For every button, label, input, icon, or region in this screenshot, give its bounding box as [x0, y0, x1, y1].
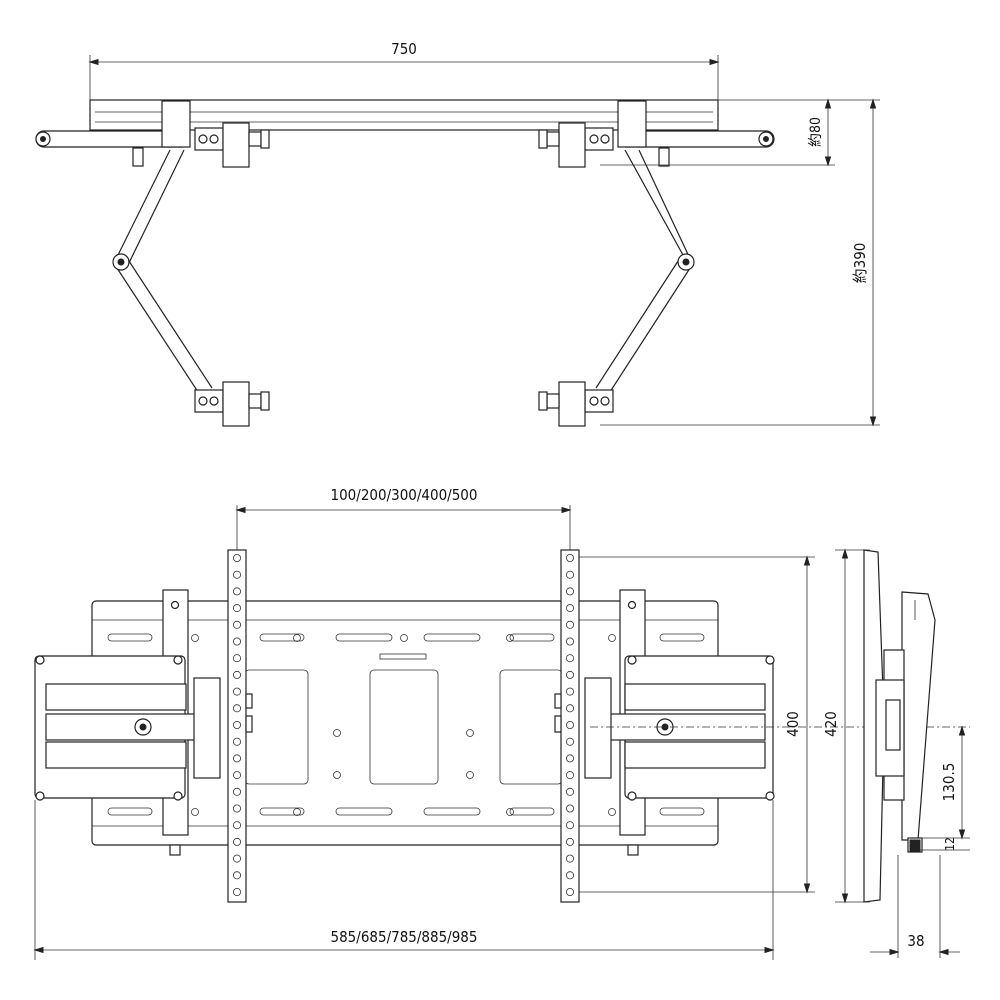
dim-arm-width-label: 585/685/785/885/985 [331, 928, 478, 946]
rail-hole [232, 754, 241, 763]
dim-side-small-label: 12 [943, 837, 957, 851]
rail-hole [232, 687, 241, 696]
rail-hole [566, 787, 575, 796]
dim-rail-height-label: 400 [784, 711, 802, 737]
rail-hole [566, 570, 575, 579]
rail-hole [232, 704, 241, 713]
dim-side-offset-label: 130.5 [940, 763, 958, 802]
rail-hole [232, 554, 241, 563]
rail-hole [566, 637, 575, 646]
rail-hole [566, 804, 575, 813]
side-view: 130.5 12 38 [863, 549, 970, 958]
dim-side-depth-label: 38 [907, 932, 924, 950]
rail-hole [232, 737, 241, 746]
dim-side: 130.5 12 38 [870, 725, 970, 958]
rail-hole [566, 821, 575, 830]
clamp-upper-left [194, 122, 270, 168]
rail-hole [566, 620, 575, 629]
left-arm-top [35, 100, 213, 396]
rail-hole [232, 821, 241, 830]
clamp-lower-left [194, 381, 270, 427]
dim-depth-small-label: 約80 [808, 117, 824, 147]
rail-hole [566, 587, 575, 596]
clamp-lower-right [538, 381, 614, 427]
front-view: 100/200/300/400/500 [33, 486, 970, 960]
rail-hole [232, 670, 241, 679]
dim-arm-width: 585/685/785/885/985 [33, 800, 775, 960]
right-arm-top [595, 100, 775, 396]
dim-depth-large-label: 約390 [851, 243, 869, 284]
dim-top-width: 750 [88, 40, 720, 100]
left-vertical-rail [227, 549, 247, 903]
rail-hole [232, 604, 241, 613]
rail-hole [566, 721, 575, 730]
right-vertical-rail [560, 549, 580, 903]
rail-hole [566, 871, 575, 880]
dim-top-width-label: 750 [391, 40, 417, 58]
dim-hole-pitch-label: 100/200/300/400/500 [331, 486, 478, 504]
rail-hole [566, 670, 575, 679]
dim-hole-pitch: 100/200/300/400/500 [235, 486, 572, 550]
rail-hole [232, 837, 241, 846]
rail-hole [232, 888, 241, 897]
rail-hole [566, 771, 575, 780]
rail-hole [232, 587, 241, 596]
rail-hole [232, 637, 241, 646]
dim-side-height-label: 420 [822, 711, 840, 737]
rail-hole [232, 804, 241, 813]
rail-hole [232, 654, 241, 663]
rail-hole [232, 854, 241, 863]
dim-heights: 400 420 [579, 548, 870, 904]
rail-hole [566, 888, 575, 897]
rail-hole [232, 871, 241, 880]
rail-hole [232, 570, 241, 579]
rail-hole [566, 554, 575, 563]
rail-hole [566, 754, 575, 763]
plate-slots [107, 633, 705, 816]
rail-hole [566, 837, 575, 846]
rail-hole [566, 654, 575, 663]
clamp-upper-right [538, 122, 614, 168]
top-view: 750 [35, 40, 880, 427]
rail-hole [566, 687, 575, 696]
rail-hole [566, 854, 575, 863]
plate-holes [191, 634, 616, 816]
rail-hole [232, 620, 241, 629]
rail-hole [566, 604, 575, 613]
dim-top-depth: 約80 約390 [600, 98, 880, 427]
rail-hole [566, 704, 575, 713]
wall-plate-top [89, 99, 719, 131]
rail-hole [232, 787, 241, 796]
rail-hole [566, 737, 575, 746]
rail-hole [232, 721, 241, 730]
rail-hole [232, 771, 241, 780]
left-arm-front [34, 655, 221, 801]
